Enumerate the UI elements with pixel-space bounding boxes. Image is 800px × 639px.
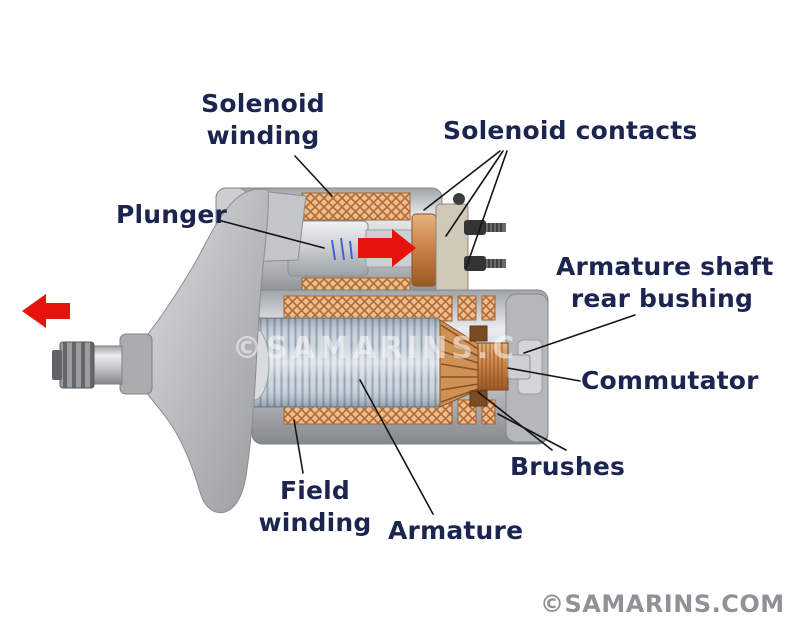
label-armature-shaft-rear-bushing: Armature shaft rear bushing (556, 251, 774, 315)
plunger-stamp-marks (331, 237, 353, 261)
armature-core-part (249, 317, 441, 408)
leader-solenoid-winding (294, 155, 333, 197)
label-brushes-text: Brushes (510, 452, 626, 481)
leader-field-winding (293, 419, 304, 474)
label-armature-text: Armature (388, 516, 524, 545)
front-housing (52, 188, 307, 514)
label-rear-bushing-line1: Armature shaft (556, 252, 774, 281)
label-solenoid-winding: Solenoid winding (187, 88, 339, 152)
solenoid-contact-housing (435, 203, 469, 297)
leader-plunger (217, 219, 325, 249)
motor-body (229, 289, 549, 445)
label-solenoid-winding-line1: Solenoid (201, 89, 325, 118)
leader-brushes-2 (497, 413, 567, 451)
leader-commutator (507, 367, 581, 382)
shaft-collar (119, 333, 153, 395)
commutator-part (477, 342, 509, 391)
housing-casting (139, 188, 269, 514)
leader-rear-bushing (523, 314, 636, 354)
pinion-gear (52, 341, 95, 389)
label-rear-bushing-line2: rear bushing (570, 284, 754, 313)
direction-arrows (22, 229, 416, 328)
output-shaft (91, 345, 123, 385)
solenoid-copper-washer (411, 213, 437, 287)
solenoid-winding-top-part (301, 192, 411, 221)
leader-solenoid-contacts-2 (445, 150, 504, 237)
solenoid-terminal-studs (453, 193, 506, 271)
label-solenoid-contacts-text: Solenoid contacts (443, 116, 698, 145)
leader-lines (217, 150, 636, 515)
label-plunger-text: Plunger (116, 200, 228, 229)
watermark-center: ©SAMARINS.C (232, 331, 518, 366)
field-winding-top-part (283, 295, 453, 322)
rear-bushing-part (507, 354, 531, 380)
label-solenoid-winding-line2: winding (206, 121, 320, 150)
label-field-winding-line2: winding (258, 508, 372, 537)
label-solenoid-contacts: Solenoid contacts (443, 115, 698, 147)
label-field-winding-line1: Field (279, 476, 351, 505)
label-field-winding: Field winding (256, 475, 374, 539)
armature-winding-fan (439, 319, 481, 408)
leader-solenoid-contacts-1 (423, 150, 501, 211)
label-commutator-text: Commutator (581, 366, 759, 395)
label-plunger: Plunger (116, 199, 228, 231)
label-armature: Armature (388, 515, 524, 547)
leader-brushes-1 (477, 391, 553, 451)
arrow-right-icon (358, 229, 416, 267)
brush-holders (457, 295, 496, 425)
label-brushes: Brushes (510, 451, 626, 483)
brush-top-part (469, 325, 488, 342)
leader-armature (359, 379, 434, 515)
watermark-credit: ©SAMARINS.COM (540, 590, 785, 618)
label-commutator: Commutator (581, 365, 759, 397)
arrow-left-icon (22, 294, 70, 328)
leader-solenoid-contacts-3 (465, 150, 508, 269)
